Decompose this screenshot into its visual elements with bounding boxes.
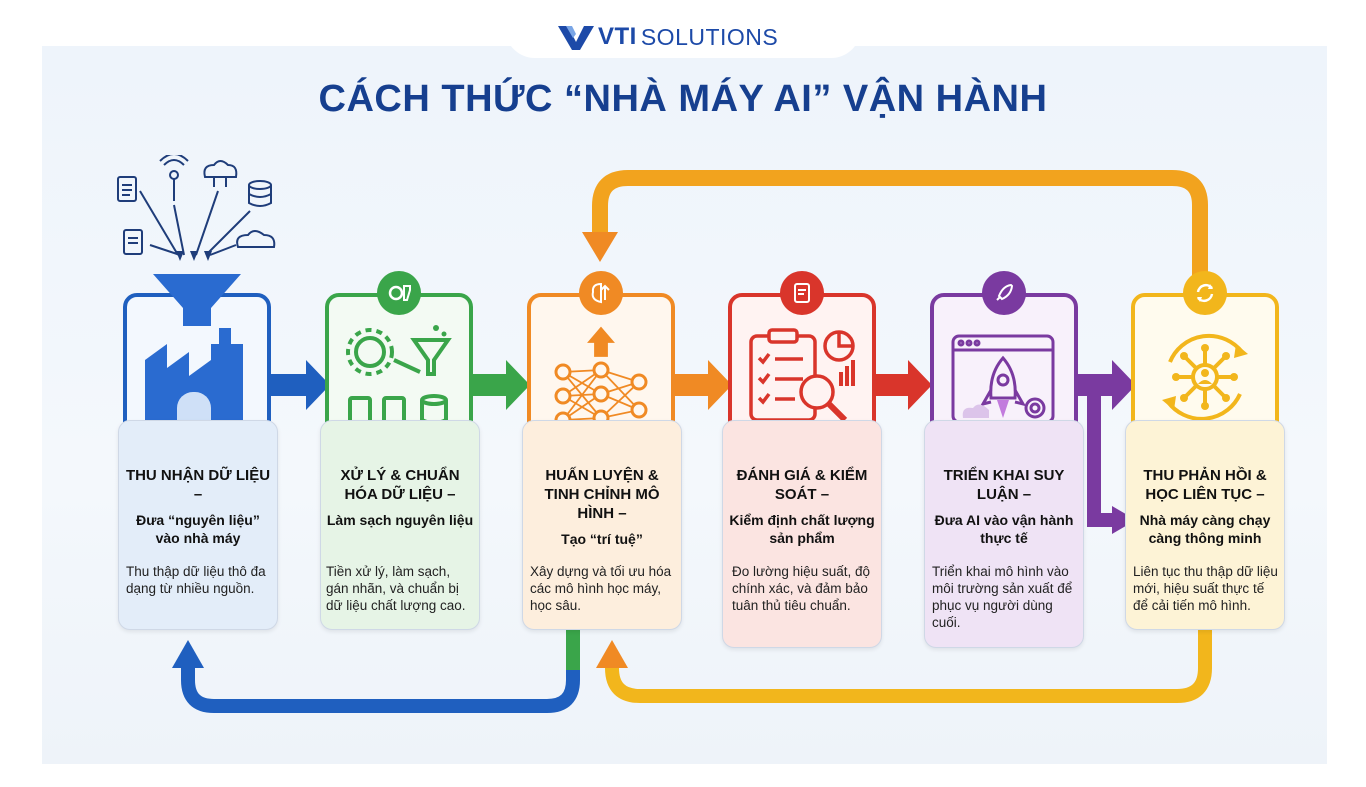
step-1-heading: THU NHẬN DỮ LIỆU – bbox=[125, 467, 271, 503]
step-1-panel bbox=[118, 420, 278, 630]
step-4-badge bbox=[780, 271, 824, 315]
step-2-badge bbox=[377, 271, 421, 315]
page-title: CÁCH THỨC “NHÀ MÁY AI” VẬN HÀNH bbox=[318, 78, 1048, 120]
step-3-desc: Xây dựng và tối ưu hóa các mô hình học m… bbox=[530, 564, 672, 613]
bottom-feedback-loop bbox=[605, 630, 1212, 703]
rocket-icon bbox=[996, 283, 1014, 301]
clipboard-magnifier-icon bbox=[749, 328, 855, 423]
step-6-badge bbox=[1183, 271, 1227, 315]
arrow-1-2 bbox=[270, 360, 330, 410]
step-5-badge bbox=[982, 271, 1026, 315]
step-4-heading: ĐÁNH GIÁ & KIỂM SOÁT – bbox=[736, 467, 868, 503]
step-6-desc: Liên tục thu thập dữ liệu mới, hiệu suất… bbox=[1133, 564, 1278, 613]
step-1-desc: Thu thập dữ liệu thô đa dạng từ nhiều ng… bbox=[126, 564, 266, 596]
arrow-5-branch bbox=[1087, 385, 1114, 527]
step-3-heading: HUẤN LUYỆN & TINH CHỈNH MÔ HÌNH – bbox=[544, 467, 660, 522]
step-3-badge bbox=[579, 271, 623, 315]
step-1-sub: Đưa “nguyên liệu” vào nhà máy bbox=[136, 512, 260, 546]
step-2-desc: Tiền xử lý, làm sạch, gán nhãn, và chuẩn… bbox=[326, 564, 466, 613]
refresh-icon bbox=[1196, 283, 1214, 303]
arrow-4-5 bbox=[872, 360, 932, 410]
step-6-sub: Nhà máy càng chạy càng thông minh bbox=[1139, 512, 1271, 546]
step-2-sub: Làm sạch nguyên liệu bbox=[326, 512, 474, 528]
gear-funnel-icon bbox=[346, 325, 452, 426]
top-feedback-loop bbox=[592, 170, 1208, 293]
step-6-panel bbox=[1125, 420, 1285, 630]
step-4-sub: Kiểm định chất lượng sản phẩm bbox=[729, 512, 875, 546]
step-4-desc: Đo lường hiệu suất, độ chính xác, và đảm… bbox=[732, 564, 870, 613]
vti-logo: VTI SOLUTIONS bbox=[558, 22, 778, 52]
step-5-sub: Đưa AI vào vận hành thực tế bbox=[934, 512, 1074, 546]
vti-logo-icon bbox=[558, 26, 594, 50]
brand-solutions: SOLUTIONS bbox=[640, 23, 779, 50]
brain-icon bbox=[591, 282, 610, 304]
feedback-cycle-icon bbox=[1162, 333, 1248, 421]
brand-vti: VTI bbox=[598, 23, 637, 50]
rocket-window-icon bbox=[951, 334, 1055, 424]
step-3-sub: Tạo “trí tuệ” bbox=[561, 531, 643, 547]
step-5-heading: TRIỂN KHAI SUY LUẬN – bbox=[943, 467, 1065, 503]
step-6-heading: THU PHẢN HỒI & HỌC LIÊN TỤC – bbox=[1143, 467, 1267, 503]
step-2-heading: XỬ LÝ & CHUẨN HÓA DỮ LIỆU – bbox=[340, 467, 460, 503]
step-2-panel bbox=[320, 420, 480, 630]
arrow-5-6 bbox=[1074, 360, 1136, 410]
step-4-panel bbox=[722, 420, 882, 648]
bottom-data-loop bbox=[181, 630, 580, 713]
data-sources-icon bbox=[117, 155, 276, 261]
gear-flask-icon bbox=[388, 285, 411, 301]
step-3-panel bbox=[522, 420, 682, 630]
step-5-desc: Triển khai mô hình vào môi trường sản xu… bbox=[932, 564, 1073, 630]
step-5-panel bbox=[924, 420, 1084, 648]
arrow-3-4 bbox=[672, 360, 732, 410]
arrow-2-3 bbox=[470, 360, 530, 410]
checklist-icon bbox=[794, 283, 810, 303]
